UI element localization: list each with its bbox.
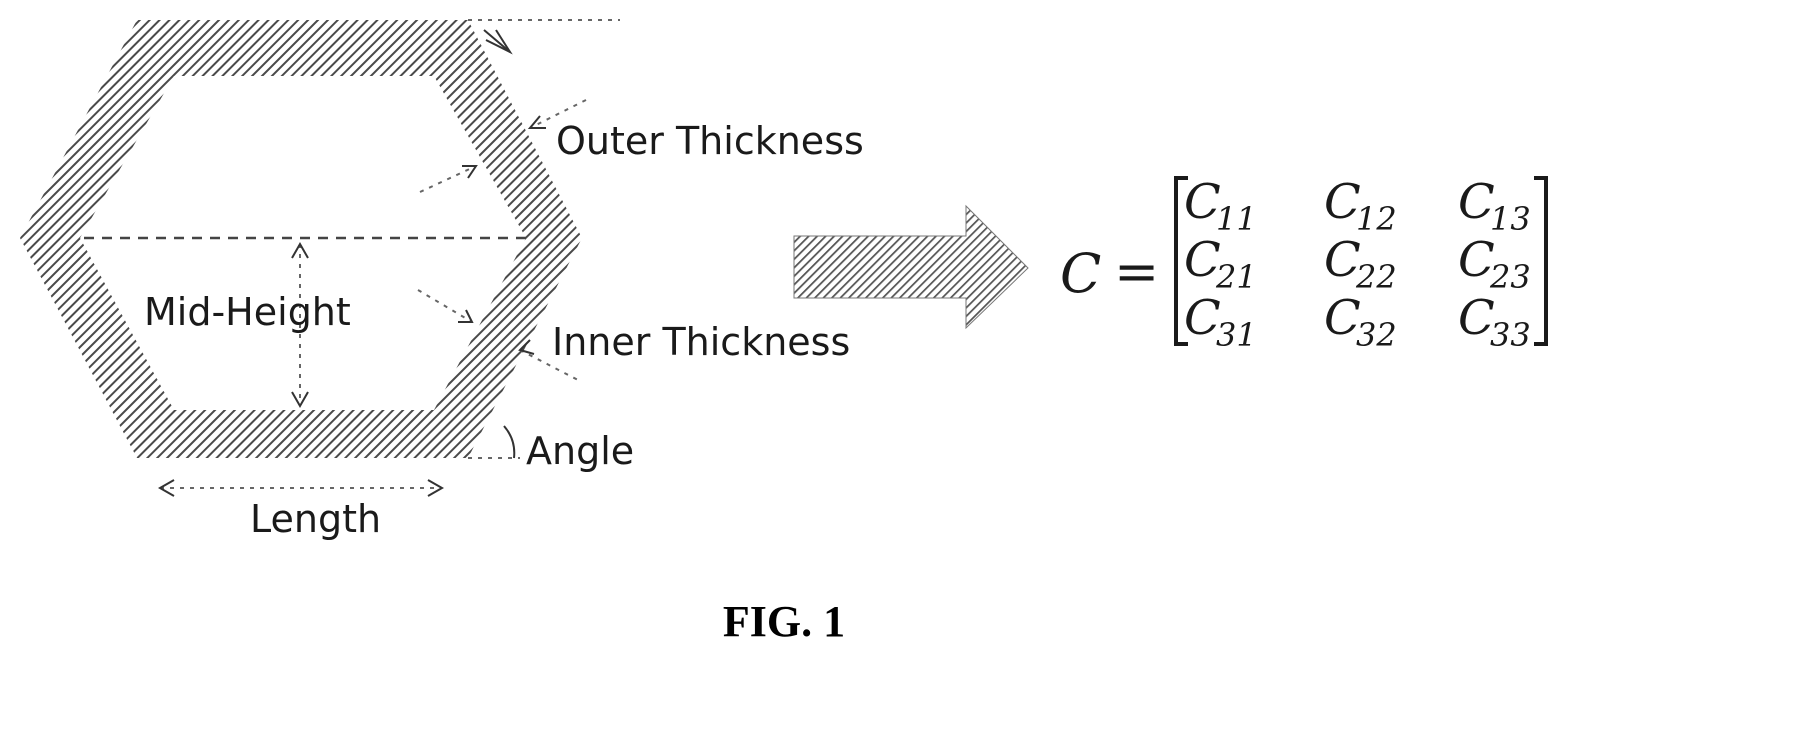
matrix-entry-c21: C 21 <box>1184 232 1257 296</box>
length-label: Length <box>250 497 381 541</box>
inner-thickness-leader-upper <box>418 290 472 322</box>
outer-thickness-arrow-upper <box>530 116 546 128</box>
svg-text:22: 22 <box>1355 258 1397 296</box>
svg-text:13: 13 <box>1490 200 1531 238</box>
svg-text:21: 21 <box>1215 258 1257 296</box>
svg-text:32: 32 <box>1356 316 1397 354</box>
matrix-entry-c23: C 23 <box>1458 232 1531 296</box>
matrix-entry-c22: C 22 <box>1324 232 1397 296</box>
outer-thickness-arrow-lower <box>462 166 476 178</box>
matrix-entry-c11: C 11 <box>1184 174 1257 238</box>
inner-thickness-label: Inner Thickness <box>552 320 850 364</box>
equation-equals: = <box>1114 240 1159 303</box>
svg-text:12: 12 <box>1356 200 1397 238</box>
svg-text:31: 31 <box>1216 316 1257 354</box>
angle-arc <box>504 426 514 458</box>
svg-text:11: 11 <box>1216 200 1257 238</box>
matrix-entry-c13: C 13 <box>1458 174 1531 238</box>
matrix-entry-c32: C 32 <box>1324 290 1397 354</box>
angle-label: Angle <box>526 429 634 473</box>
big-right-arrow <box>794 206 1028 328</box>
svg-text:23: 23 <box>1489 258 1531 296</box>
equation-lhs: C <box>1060 242 1101 305</box>
figure-caption: FIG. 1 <box>723 597 845 646</box>
matrix-entry-c12: C 12 <box>1324 174 1397 238</box>
mid-height-label: Mid-Height <box>144 290 351 334</box>
matrix-entry-c33: C 33 <box>1458 290 1531 354</box>
matrix-entry-c31: C 31 <box>1184 290 1257 354</box>
matrix-right-bracket <box>1534 178 1546 344</box>
outer-thickness-label: Outer Thickness <box>556 119 864 163</box>
svg-text:33: 33 <box>1490 316 1531 354</box>
outer-thickness-leader-lower <box>420 166 476 192</box>
